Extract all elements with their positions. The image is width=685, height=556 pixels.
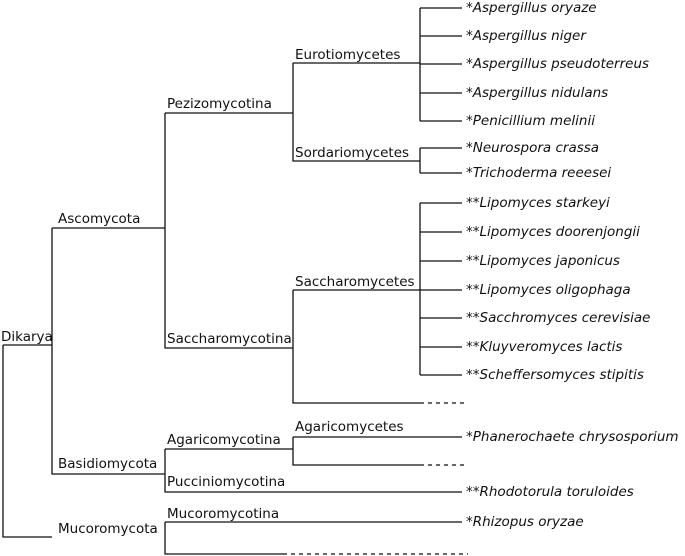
species-label: *Phanerochaete chrysosporium <box>466 429 679 445</box>
species-label: *Aspergillus pseudoterreus <box>466 56 649 72</box>
species-label: *Aspergillus oryaze <box>466 0 597 16</box>
branch-basidiomycota-split <box>164 449 462 493</box>
clade-label-mucoromycotina: Mucoromycotina <box>167 506 279 522</box>
clade-label-pezizomycotina: Pezizomycotina <box>167 96 272 112</box>
species-label: **Scheffersomyces stipitis <box>466 367 644 383</box>
species-label: **Rhodotorula toruloides <box>466 484 634 500</box>
species-labels: *Aspergillus oryaze *Aspergillus niger *… <box>466 0 679 530</box>
clade-label-sordariomycetes: Sordariomycetes <box>295 145 409 161</box>
species-label: **Kluyveromyces lactis <box>466 339 622 355</box>
clade-label-agaricomycetes: Agaricomycetes <box>295 419 404 435</box>
clade-label-mucoromycota: Mucoromycota <box>58 521 158 537</box>
species-label: *Aspergillus niger <box>466 28 587 44</box>
clade-label-eurotiomycetes: Eurotiomycetes <box>295 47 400 63</box>
species-label: **Lipomyces doorenjongii <box>466 224 640 240</box>
species-label: **Lipomyces starkeyi <box>466 195 610 211</box>
clade-label-pucciniomycotina: Pucciniomycotina <box>167 474 285 490</box>
species-label: *Trichoderma reeesei <box>466 165 611 181</box>
branch-saccharomycotina-split <box>292 290 420 404</box>
species-label: *Neurospora crassa <box>466 140 599 156</box>
species-label: **Lipomyces japonicus <box>466 253 620 269</box>
species-label: **Lipomyces oligophaga <box>466 282 631 298</box>
tree-branches <box>2 7 468 555</box>
species-label: *Aspergillus nidulans <box>466 85 608 101</box>
species-label: *Penicillium melinii <box>466 113 595 129</box>
species-label: **Sacchromyces cerevisiae <box>466 310 650 326</box>
branch-dikarya-split <box>51 228 165 475</box>
branch-mucoromycota-split <box>164 522 283 555</box>
clade-label-agaricomycotina: Agaricomycotina <box>167 432 281 448</box>
branch-ascomycota-split <box>164 113 293 349</box>
clade-label-saccharomycetes: Saccharomycetes <box>295 274 415 290</box>
species-label: *Rhizopus oryzae <box>466 514 584 530</box>
clade-label-dikarya: Dikarya <box>1 329 53 345</box>
clade-label-ascomycota: Ascomycota <box>58 211 140 227</box>
branch-root <box>2 345 52 538</box>
clade-label-basidiomycota: Basidiomycota <box>58 456 157 472</box>
branch-pezizo-split <box>292 63 420 162</box>
branch-agaricomycetes-split <box>292 437 420 466</box>
clade-labels: Dikarya Ascomycota Pezizomycotina Euroti… <box>1 47 415 537</box>
clade-label-saccharomycotina: Saccharomycotina <box>167 331 292 347</box>
